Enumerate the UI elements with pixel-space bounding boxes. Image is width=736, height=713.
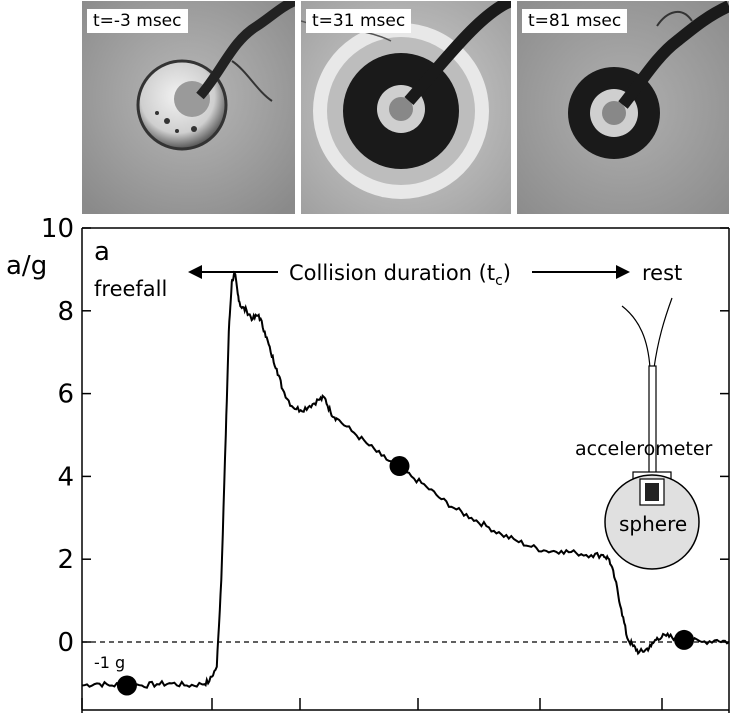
sensor-wire-right — [653, 297, 673, 369]
y-tick-label: 0 — [57, 628, 74, 658]
x-axis-ticks — [81, 698, 663, 710]
photo-time-label-2: t=31 msec — [306, 9, 412, 33]
sensor-wire-left — [621, 305, 651, 369]
plot-frame — [81, 227, 730, 713]
data-marker — [116, 675, 137, 696]
y-tick-label: 4 — [57, 462, 74, 492]
y-tick-label: 8 — [57, 297, 74, 327]
sphere-body — [604, 474, 700, 570]
y-tick-label: 2 — [57, 545, 74, 575]
y-tick-label: 10 — [41, 214, 74, 244]
photo-frame-2: t=31 msec — [301, 1, 511, 214]
minus-one-g-label: -1 g — [94, 653, 125, 672]
y-axis-label: a/g — [6, 251, 47, 281]
photo-time-label-3: t=81 msec — [522, 9, 628, 33]
accelerometer-sphere-diagram: accelerometer sphere — [575, 297, 713, 570]
collision-arrowhead-left — [188, 265, 202, 279]
y-axis-ticks: 0 2 4 6 8 10 — [41, 214, 729, 658]
photo-image-1 — [82, 1, 295, 214]
photo-frame-3: t=81 msec — [517, 1, 729, 214]
sphere-label: sphere — [619, 512, 687, 536]
collision-duration-label: Collision duration (tc) — [289, 261, 511, 289]
collision-arrowhead-right — [616, 265, 630, 279]
sensor-core — [645, 483, 659, 501]
panel-label: a — [94, 237, 110, 267]
data-markers — [116, 456, 695, 696]
photo-image-3 — [517, 1, 729, 214]
data-marker — [389, 456, 410, 477]
photo-time-label-1: t=-3 msec — [87, 9, 188, 33]
freefall-label: freefall — [94, 277, 167, 301]
rest-label: rest — [642, 261, 682, 285]
accelerometer-label: accelerometer — [575, 438, 713, 460]
acceleration-series-line — [81, 270, 730, 689]
photo-image-2 — [301, 1, 511, 214]
photo-frame-1: t=-3 msec — [82, 1, 295, 214]
collision-duration-annotation: Collision duration (tc) — [188, 261, 630, 289]
data-marker — [674, 629, 695, 650]
y-tick-label: 6 — [57, 380, 74, 410]
